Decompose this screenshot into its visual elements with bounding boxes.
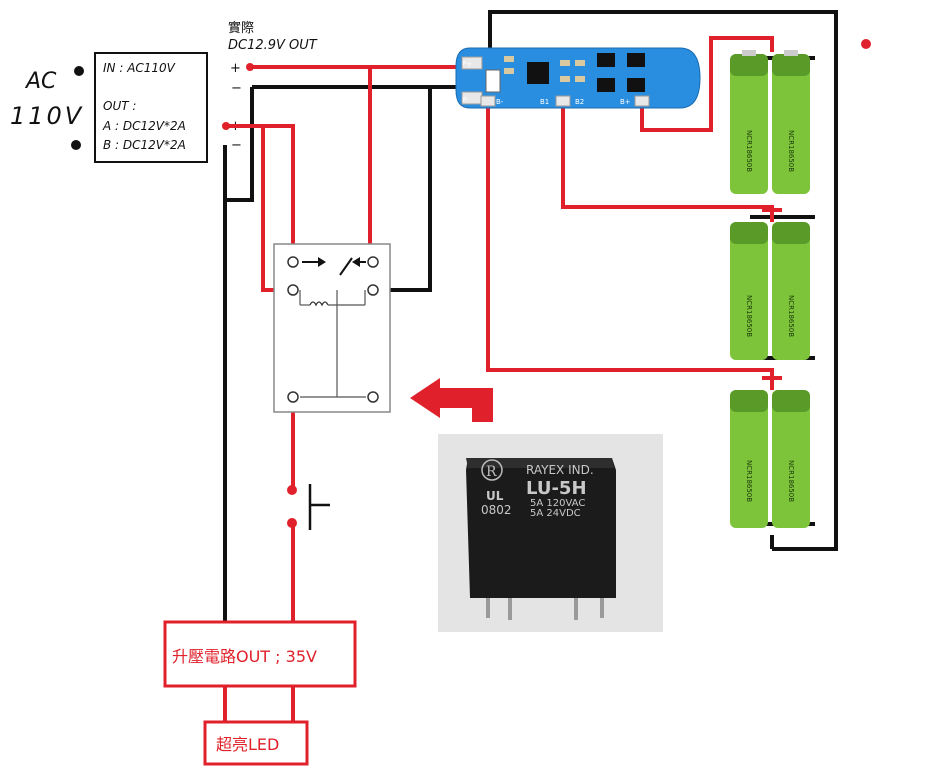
bms-pin-p-minus: P- bbox=[462, 96, 469, 104]
converter-out-plus-dot bbox=[246, 63, 254, 71]
relay-body bbox=[466, 458, 616, 598]
bms-chip bbox=[527, 62, 549, 84]
ac-label-line2: 110V bbox=[10, 102, 84, 130]
terminal-minus-2: − bbox=[231, 138, 242, 153]
relay-photo: R RAYEX IND. LU-5H UL 5A 120VAC 0802 5A … bbox=[438, 434, 663, 632]
ac-terminal-top bbox=[74, 66, 84, 76]
ac-label-line1: AC bbox=[24, 69, 57, 94]
led-box bbox=[203, 720, 309, 766]
svg-text:NCR18650B: NCR18650B bbox=[745, 295, 753, 337]
converter-in-label: IN : AC110V bbox=[103, 61, 176, 75]
battery-cell: NCR18650B bbox=[772, 50, 810, 194]
svg-text:NCR18650B: NCR18650B bbox=[745, 460, 753, 502]
svg-text:NCR18650B: NCR18650B bbox=[787, 460, 795, 502]
bms-pin-p-plus: P+ bbox=[462, 60, 472, 68]
converter-out-a: A : DC12V*2A bbox=[102, 119, 186, 133]
relay-coil-right bbox=[367, 284, 379, 296]
bms-pin-b1: B1 bbox=[540, 98, 549, 106]
relay-code: 0802 bbox=[481, 503, 512, 517]
stray-dot bbox=[861, 39, 871, 49]
boost-box bbox=[163, 620, 357, 688]
terminal-plus-1: + bbox=[230, 61, 241, 76]
converter-box bbox=[94, 52, 208, 163]
relay-logo: R bbox=[486, 464, 497, 480]
output-note-line2: DC12.9V OUT bbox=[228, 38, 318, 53]
boost-circuit: 升壓電路OUT ; 35V bbox=[163, 620, 357, 688]
svg-text:NCR18650B: NCR18650B bbox=[745, 130, 753, 172]
relay-com2-contact bbox=[367, 391, 379, 403]
bms-pin-b2: B2 bbox=[575, 98, 584, 106]
relay-rating2: 5A 24VDC bbox=[530, 508, 581, 519]
bms-pin-b-plus: B+ bbox=[620, 98, 631, 106]
battery-cell: NCR18650B bbox=[772, 222, 810, 360]
pointer-arrow-icon bbox=[410, 378, 493, 422]
power-converter: IN : AC110V OUT : A : DC12V*2A B : DC12V… bbox=[94, 52, 208, 163]
battery-cell: NCR18650B bbox=[730, 390, 768, 528]
terminal-minus-1: − bbox=[231, 81, 242, 96]
led-label: 超亮LED bbox=[216, 735, 279, 754]
ac-terminal-bottom bbox=[71, 140, 81, 150]
battery-pack: NCR18650B NCR18650B NCR18650B NCR18650B … bbox=[730, 50, 810, 528]
boost-label: 升壓電路OUT ; 35V bbox=[172, 647, 317, 666]
relay-brand: RAYEX IND. bbox=[526, 463, 594, 477]
push-switch bbox=[287, 484, 330, 530]
relay-cert: UL bbox=[486, 489, 504, 503]
relay-com-contact bbox=[287, 391, 299, 403]
bms-pin-b-minus: B- bbox=[496, 98, 504, 106]
svg-text:NCR18650B: NCR18650B bbox=[787, 295, 795, 337]
bms-board: P+ P- B- B1 B2 B+ bbox=[455, 47, 701, 109]
converter-out-label: OUT : bbox=[103, 99, 136, 113]
relay-rating1: 5A 120VAC bbox=[530, 498, 585, 509]
ac-input: AC 110V bbox=[10, 66, 84, 150]
relay-nc-contact bbox=[287, 256, 299, 268]
svg-text:NCR18650B: NCR18650B bbox=[787, 130, 795, 172]
relay-coil bbox=[309, 301, 329, 307]
output-note-line1: 實際 bbox=[228, 20, 254, 36]
battery-cell: NCR18650B bbox=[730, 50, 768, 194]
relay-coil-left bbox=[287, 284, 299, 296]
battery-cell: NCR18650B bbox=[730, 222, 768, 360]
converter-out-b: B : DC12V*2A bbox=[103, 138, 186, 152]
relay-schematic bbox=[273, 243, 391, 413]
relay-no-contact bbox=[367, 256, 379, 268]
relay-box bbox=[273, 243, 391, 413]
converter-out-a-dot bbox=[222, 122, 230, 130]
led-module: 超亮LED bbox=[203, 720, 309, 766]
relay-model: LU-5H bbox=[526, 478, 587, 499]
battery-cell: NCR18650B bbox=[772, 390, 810, 528]
